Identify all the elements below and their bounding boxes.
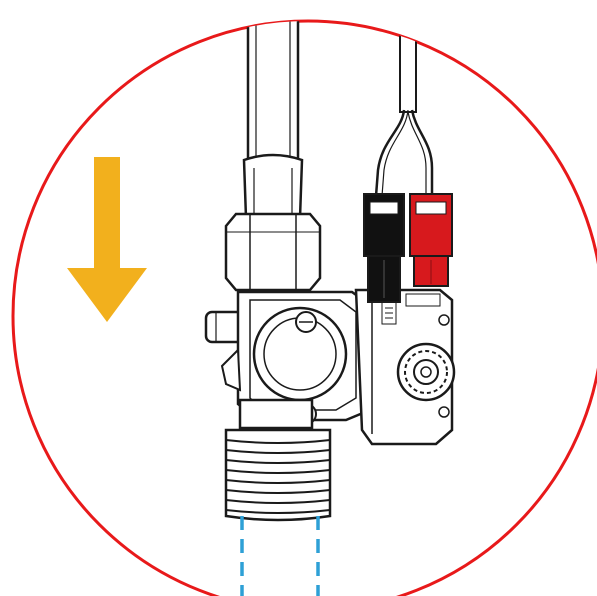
screw-top <box>295 311 317 333</box>
supply-pipe <box>242 21 304 220</box>
adjustment-knob <box>396 342 456 402</box>
valve-assembly <box>204 21 456 522</box>
black-connector <box>363 193 405 303</box>
down-arrow-icon <box>67 157 147 322</box>
circle-frame <box>11 19 597 596</box>
flow-guide-lines <box>240 516 320 596</box>
red-connector <box>409 193 453 287</box>
threaded-outlet <box>224 398 332 522</box>
lead-wires <box>374 21 434 197</box>
compression-nut <box>224 212 322 292</box>
